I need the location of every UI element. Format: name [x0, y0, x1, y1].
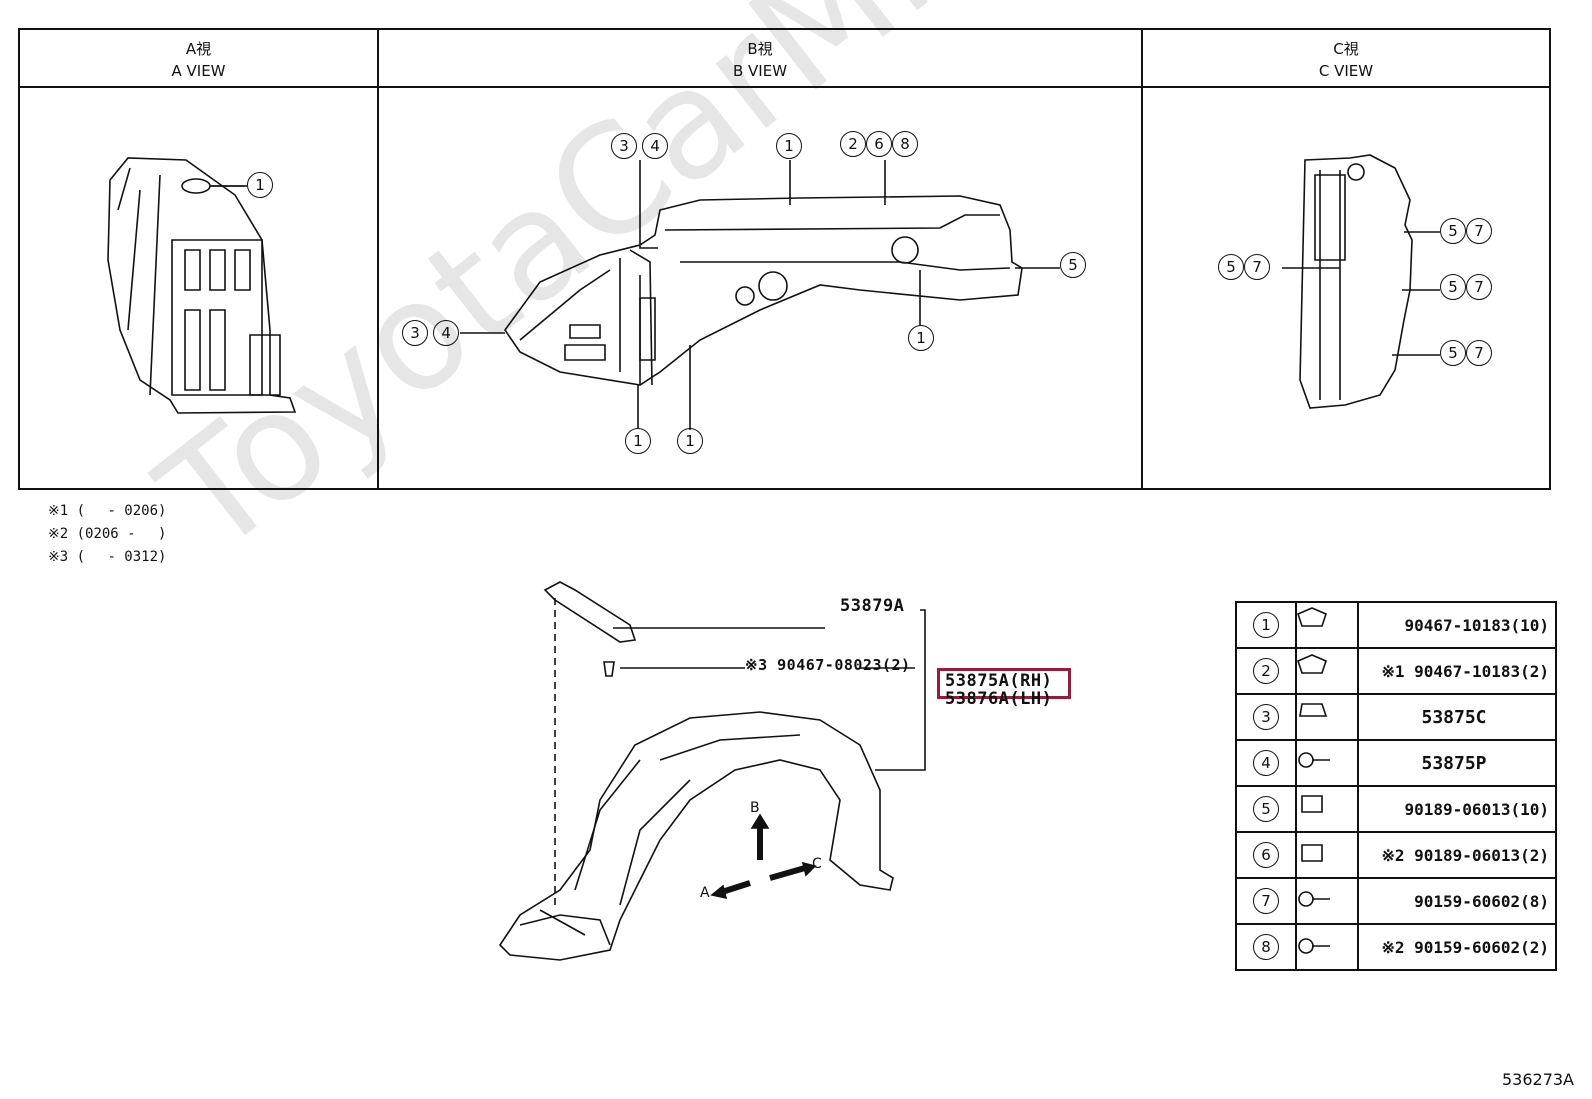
- view-b-header: B視 B VIEW: [379, 30, 1141, 88]
- part-number[interactable]: ※1 90467-10183(2): [1357, 647, 1557, 695]
- view-c-jp: C視: [1333, 40, 1359, 58]
- view-c-liner-drawing: [1282, 154, 1440, 409]
- row-number: 3: [1253, 704, 1279, 730]
- callout-b-1-bottom-left: 1: [625, 428, 651, 454]
- table-row: 3 53875C: [1235, 693, 1557, 741]
- row-number: 5: [1253, 796, 1279, 822]
- part-label-bracket[interactable]: 53879A: [840, 596, 905, 616]
- table-row: 6 ※2 90189-06013(2): [1235, 831, 1557, 879]
- table-row: 2 ※1 90467-10183(2): [1235, 647, 1557, 695]
- part-number[interactable]: 53875C: [1357, 693, 1557, 741]
- part-label-clip-ref[interactable]: ※3 90467-08023(2): [745, 656, 911, 674]
- table-row: 8 ※2 90159-60602(2): [1235, 923, 1557, 971]
- arrow-label-c: C: [812, 856, 822, 872]
- view-a-header: A視 A VIEW: [20, 30, 377, 88]
- row-number: 6: [1253, 842, 1279, 868]
- view-a-panel: A視 A VIEW: [20, 30, 379, 488]
- view-b-liner-drawing: [460, 160, 1060, 430]
- callout-b-5: 5: [1060, 252, 1086, 278]
- table-row: 5 90189-06013(10): [1235, 785, 1557, 833]
- arrow-label-a: A: [700, 885, 710, 901]
- callout-b-1-bottom-right: 1: [677, 428, 703, 454]
- callout-b-34-top: 3 4: [611, 133, 669, 159]
- view-a-en: A VIEW: [171, 62, 226, 80]
- view-a-jp: A視: [185, 40, 212, 58]
- row-number: 1: [1253, 612, 1279, 638]
- part-number[interactable]: 53875P: [1357, 739, 1557, 787]
- footnotes: ※1 ( - 0206) ※2 (0206 - ) ※3 ( - 0312): [48, 500, 166, 569]
- fastener-table: 1 90467-10183(10) 2 ※1 90467-10183(2) 3 …: [1235, 601, 1557, 971]
- nut-icon: [1295, 693, 1359, 741]
- callout-b-34-left: 3 4: [402, 320, 460, 346]
- view-b-panel: B視 B VIEW: [379, 30, 1143, 488]
- footnote-2: ※2 (0206 - ): [48, 526, 167, 542]
- view-b-jp: B視: [747, 40, 773, 58]
- view-b-en: B VIEW: [732, 62, 788, 80]
- callout-b-1-right: 1: [908, 325, 934, 351]
- row-number: 7: [1253, 888, 1279, 914]
- part-number[interactable]: 90159-60602(8): [1357, 877, 1557, 925]
- table-row: 7 90159-60602(8): [1235, 877, 1557, 925]
- views-frame: A視 A VIEW B視 B VIEW C視 C VIEW: [18, 28, 1551, 490]
- grommet-icon: [1295, 831, 1359, 879]
- view-c-en: C VIEW: [1318, 62, 1374, 80]
- part-number[interactable]: ※2 90159-60602(2): [1357, 923, 1557, 971]
- screw-icon: [1295, 739, 1359, 787]
- screw-icon: [1295, 923, 1359, 971]
- part-number[interactable]: ※2 90189-06013(2): [1357, 831, 1557, 879]
- clip-icon: [1295, 601, 1359, 649]
- figure-id: 536273A: [1501, 1070, 1574, 1089]
- arrow-label-b: B: [750, 800, 760, 816]
- row-number: 4: [1253, 750, 1279, 776]
- view-c-header: C視 C VIEW: [1143, 30, 1549, 88]
- callout-b-1-top: 1: [776, 133, 802, 159]
- part-label-liner-lh[interactable]: 53876A(LH): [945, 689, 1053, 709]
- footnote-3: ※3 ( - 0312): [48, 549, 167, 565]
- grommet-icon: [1295, 785, 1359, 833]
- part-number[interactable]: 90189-06013(10): [1357, 785, 1557, 833]
- callout-a-1: 1: [247, 172, 273, 198]
- screw-icon: [1295, 877, 1359, 925]
- assembly-drawing: [498, 581, 926, 961]
- part-label-liner-rh[interactable]: 53875A(RH): [945, 671, 1053, 691]
- row-number: 2: [1253, 658, 1279, 684]
- part-number[interactable]: 90467-10183(10): [1357, 601, 1557, 649]
- row-number: 8: [1253, 934, 1279, 960]
- table-row: 1 90467-10183(10): [1235, 601, 1557, 649]
- clip-icon: [1295, 647, 1359, 695]
- table-row: 4 53875P: [1235, 739, 1557, 787]
- view-c-panel: C視 C VIEW: [1143, 30, 1549, 488]
- highlight-box: [937, 668, 1071, 699]
- footnote-1: ※1 ( - 0206): [48, 503, 167, 519]
